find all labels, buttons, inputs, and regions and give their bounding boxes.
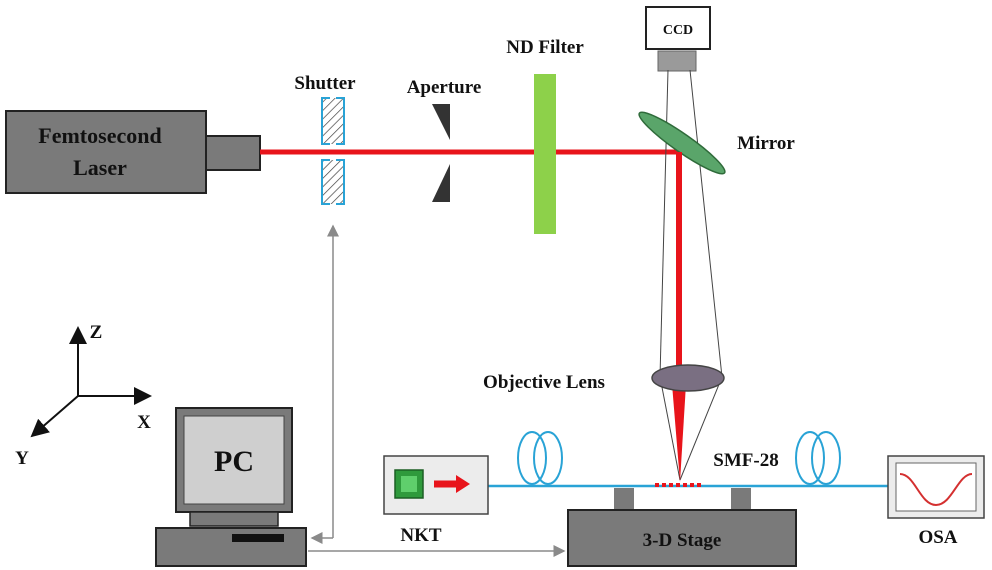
nd-filter-label: ND Filter <box>506 37 584 58</box>
aperture: Aperture <box>407 77 482 202</box>
control-connections <box>308 224 566 557</box>
focused-beam <box>672 384 686 482</box>
osa-label: OSA <box>918 527 957 548</box>
shutter: Shutter <box>294 73 356 205</box>
pc-label: PC <box>214 445 254 478</box>
nkt-label: NKT <box>400 525 442 546</box>
mirror: Mirror <box>638 111 795 175</box>
mirror-label: Mirror <box>737 133 795 154</box>
stage-label: 3-D Stage <box>643 530 722 551</box>
fiber-coil-right <box>795 431 841 485</box>
objective-lens: Objective Lens <box>483 364 725 393</box>
ccd-camera: CCD <box>645 6 711 72</box>
shutter-label: Shutter <box>294 73 356 94</box>
objective-lens-label: Objective Lens <box>483 372 605 393</box>
coordinate-axes <box>30 326 152 438</box>
three-d-stage: 3-D Stage <box>567 488 797 567</box>
fiber-grating <box>655 483 701 487</box>
pc-computer: PC <box>155 407 307 567</box>
femtosecond-laser: Femtosecond Laser <box>5 110 261 194</box>
y-axis-arrow <box>30 395 79 438</box>
laser-label-line1: Femtosecond <box>38 123 161 148</box>
aperture-label: Aperture <box>407 77 482 98</box>
fiber-coil-left <box>517 431 563 485</box>
nd-filter: ND Filter <box>506 37 584 234</box>
smf28-label: SMF-28 <box>713 450 778 471</box>
laser-label-line2: Laser <box>73 155 127 180</box>
y-axis-label: Y <box>15 448 29 469</box>
osa-analyzer: OSA <box>887 455 985 548</box>
imaging-cone <box>659 69 723 481</box>
ccd-label: CCD <box>663 23 693 38</box>
x-axis-label: X <box>137 412 151 433</box>
z-axis-label: Z <box>90 322 103 343</box>
nkt-source: NKT <box>383 455 489 546</box>
